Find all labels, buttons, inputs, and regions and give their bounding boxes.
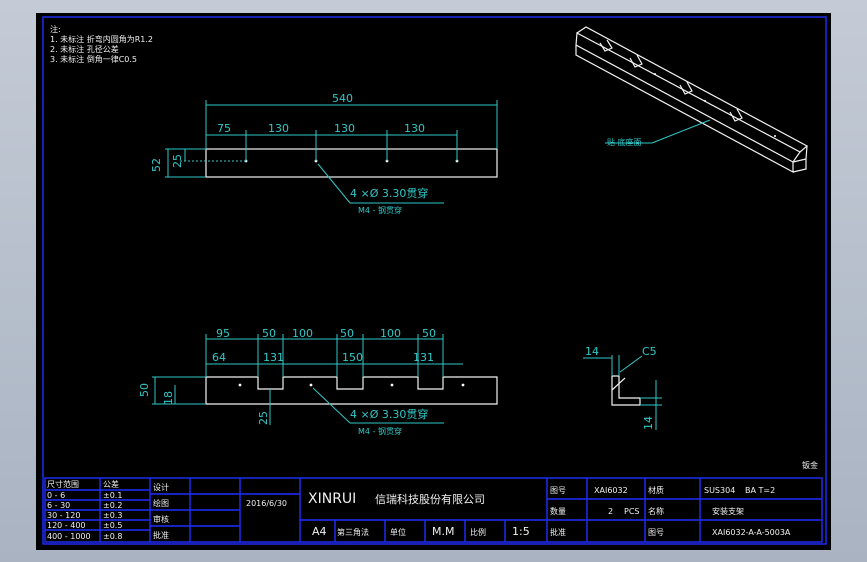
label-approver: 批准 — [153, 530, 169, 540]
qty: 2 — [608, 507, 613, 516]
view-angle: 第三角法 — [337, 527, 369, 537]
dim-hole-pitch: 130 — [268, 122, 289, 135]
dim-hole: 150 — [342, 351, 363, 364]
dim-slot: 50 — [340, 327, 354, 340]
dim-hole-offset: 75 — [217, 122, 231, 135]
dim-height-inner: 18 — [162, 391, 175, 405]
tol-cell: ±0.2 — [103, 501, 122, 510]
dim-hole: 64 — [212, 351, 226, 364]
top-view: 540 75 130 130 130 52 25 4 ×Ø 3.30贯穿 M4 … — [150, 92, 498, 215]
label-drawing-no: 图号 — [648, 528, 664, 537]
isometric-view: 贴 底座面 — [575, 26, 809, 174]
dim-flange: 14 — [585, 345, 599, 358]
drawing-date: 2016/6/30 — [246, 499, 287, 508]
tol-cell: 30 - 120 — [47, 511, 80, 520]
dim-overall-length: 540 — [332, 92, 353, 105]
tol-cell: ±0.1 — [103, 491, 122, 500]
label-checker: 审核 — [153, 514, 169, 524]
dim-slot: 50 — [262, 327, 276, 340]
hole — [309, 383, 313, 387]
tol-cell: 120 - 400 — [47, 521, 86, 530]
hole-callout: 4 ×Ø 3.30贯穿 — [350, 186, 428, 200]
dim-flange-v: 14 — [642, 416, 655, 430]
drawing-sheet — [36, 13, 831, 550]
tol-cell: 6 - 30 — [47, 501, 70, 510]
general-notes: 注: 1. 未标注 折弯内圆角为R1.2 2. 未标注 孔径公差 3. 未标注 … — [50, 24, 153, 64]
label-scale: 比例 — [470, 527, 486, 537]
note-line: 3. 未标注 倒角一律C0.5 — [50, 54, 137, 64]
dim-hole: 131 — [413, 351, 434, 364]
drawing-no: XAI6032-A-A-5003A — [712, 528, 791, 537]
unit-value: M.M — [432, 525, 454, 538]
process-stamp: 钣金 — [802, 460, 818, 470]
top-view-outline — [205, 148, 498, 178]
label-material: 材质 — [648, 485, 664, 495]
notes-header: 注: — [50, 24, 61, 34]
tol-header: 公差 — [103, 479, 119, 489]
drawing-border — [42, 16, 827, 545]
tol-cell: ±0.5 — [103, 521, 122, 530]
dim-height-outer: 52 — [150, 158, 163, 172]
section-view: 14 C5 14 — [583, 345, 662, 430]
dim-hole: 131 — [263, 351, 284, 364]
tol-header: 尺寸范围 — [47, 479, 79, 489]
dim-slot: 100 — [380, 327, 401, 340]
company-name-cn: 信瑞科技股份有限公司 — [375, 492, 485, 506]
tol-cell: ±0.3 — [103, 511, 122, 520]
label-part-no: 图号 — [550, 486, 566, 495]
label-designer: 设计 — [153, 482, 169, 492]
dim-height-inner: 25 — [171, 154, 184, 168]
sheet-size: A4 — [312, 525, 327, 538]
part-name: 安装支架 — [712, 506, 744, 516]
label-approval: 批准 — [550, 527, 566, 537]
iso-surface-label: 贴 底座面 — [607, 137, 642, 147]
label-unit: 单位 — [390, 527, 406, 537]
dim-slot: 100 — [292, 327, 313, 340]
dim-slot: 50 — [422, 327, 436, 340]
tol-cell: 400 - 1000 — [47, 532, 91, 541]
dim-hole-pitch: 130 — [334, 122, 355, 135]
part-no: XAI6032 — [594, 486, 628, 495]
note-line: 1. 未标注 折弯内圆角为R1.2 — [50, 34, 153, 44]
label-drawer: 绘图 — [153, 498, 169, 508]
scale-value: 1:5 — [512, 525, 530, 538]
qty-unit: PCS — [624, 507, 640, 516]
hole-note: M4 - 钢贯穿 — [358, 426, 402, 436]
hole — [461, 383, 465, 387]
label-qty: 数量 — [550, 506, 566, 516]
hole — [238, 383, 242, 387]
label-name: 名称 — [648, 506, 664, 516]
note-line: 2. 未标注 孔径公差 — [50, 44, 119, 54]
material: SUS304 — [704, 486, 735, 495]
thickness: BA T=2 — [745, 486, 775, 495]
dim-slot-depth: 25 — [257, 411, 270, 425]
hole-callout: 4 ×Ø 3.30贯穿 — [350, 407, 428, 421]
title-block: 尺寸范围 公差 0 - 6 ±0.1 6 - 30 ±0.2 30 - 120 … — [44, 477, 823, 543]
hole — [390, 383, 394, 387]
tol-cell: 0 - 6 — [47, 491, 65, 500]
dim-chamfer: C5 — [642, 345, 657, 358]
bottom-view: 95 50 100 50 100 50 64 131 150 131 50 18… — [138, 327, 498, 436]
dim-hole-pitch: 130 — [404, 122, 425, 135]
company-name-en: XINRUI — [308, 491, 356, 507]
hole-note: M4 - 钢贯穿 — [358, 205, 402, 215]
dim-height-outer: 50 — [138, 383, 151, 397]
dim-slot: 95 — [216, 327, 230, 340]
tol-cell: ±0.8 — [103, 532, 122, 541]
